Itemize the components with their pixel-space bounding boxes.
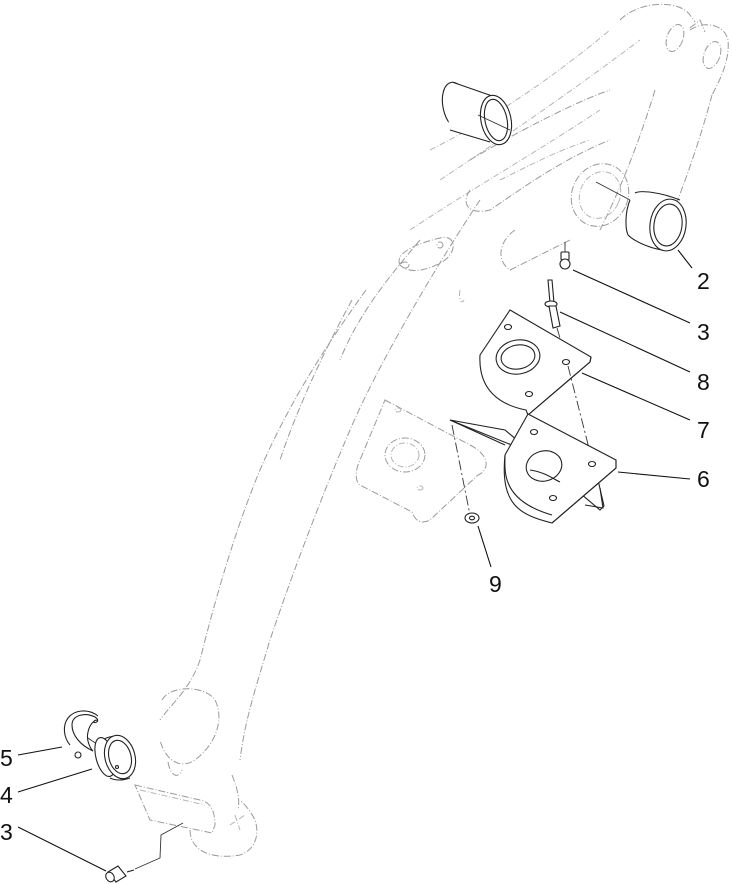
callout-3-grease-fitting-lower: 3 [0,819,13,845]
pin [544,279,691,373]
bearing [17,734,137,793]
loader-arm-phantom [134,3,729,857]
bushing-right [595,181,693,269]
grease-fitting-lower [17,822,184,883]
bracket [449,413,691,524]
plate [479,309,691,461]
callout-3-grease-fitting-upper: 3 [697,319,710,345]
callout-4-bearing: 4 [0,782,13,808]
bushing-upper-left [441,81,513,146]
grease-fitting-upper [559,242,691,324]
callout-5-retaining-ring: 5 [0,745,13,771]
callout-9-washer: 9 [489,571,502,597]
callout-8-pin: 8 [697,369,710,395]
callout-2-bushing: 2 [697,268,710,294]
callout-7-plate: 7 [697,417,710,443]
washer [451,424,492,568]
callout-6-bracket: 6 [697,466,710,492]
retaining-ring [17,710,99,759]
